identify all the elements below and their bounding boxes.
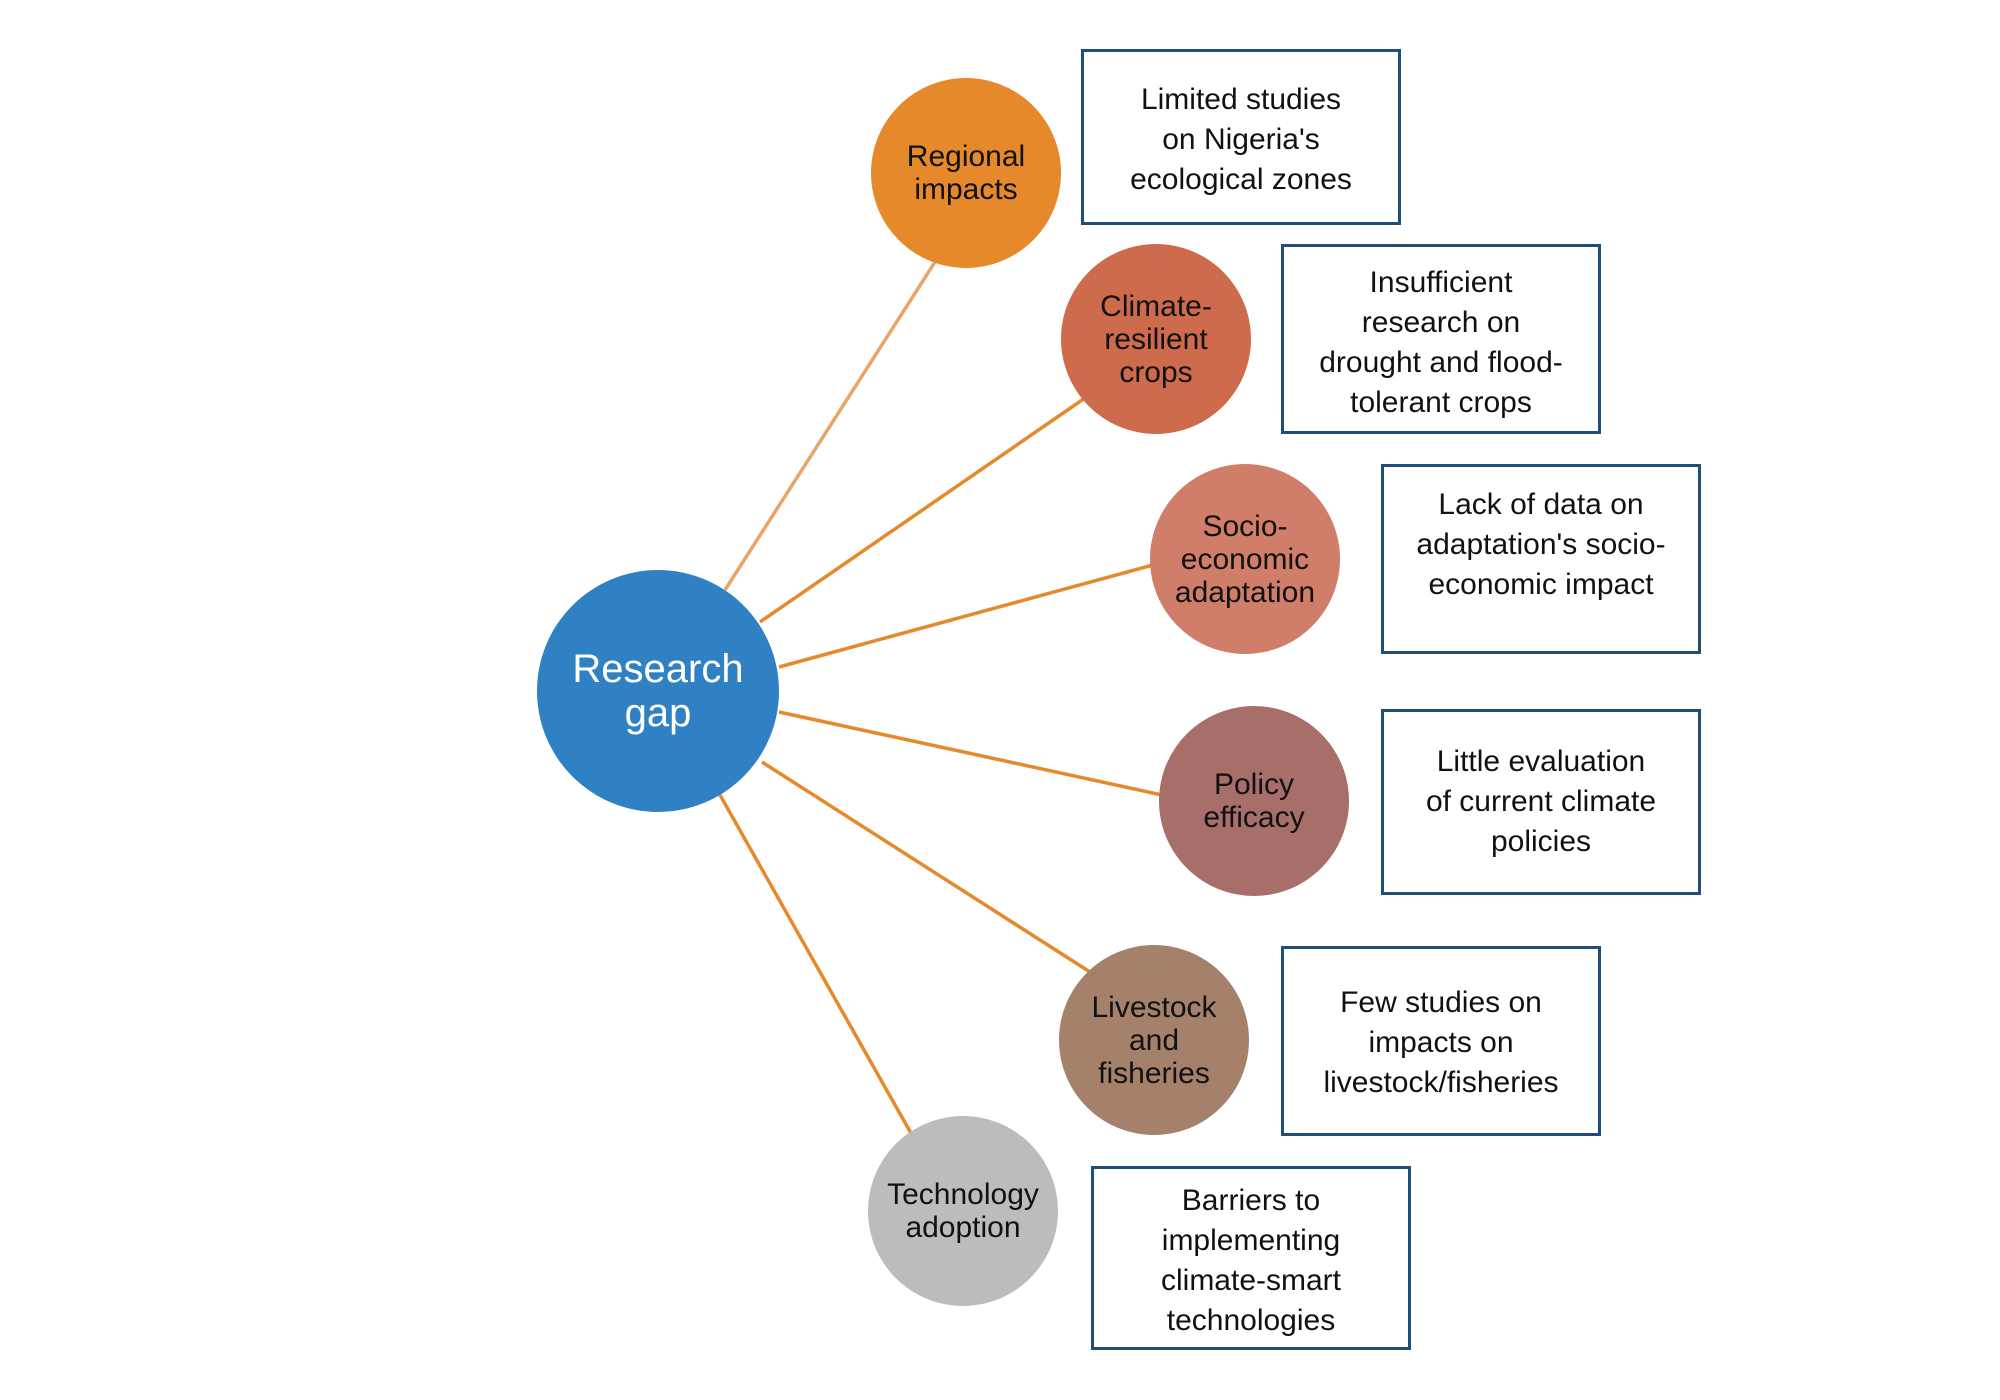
policy-efficacy-node: Policy efficacy	[1159, 706, 1349, 896]
gap-text-climate-resilient-crops: Insufficient research on drought and flo…	[1319, 266, 1563, 419]
socio-economic-adaptation-label: Socio- economic adaptation	[1174, 509, 1316, 609]
gap-box-policy-efficacy: Little evaluation of current climate pol…	[1381, 709, 1701, 895]
connector-regional-impacts	[723, 261, 937, 591]
regional-impacts-node: Regional impacts	[871, 78, 1061, 268]
gap-text-policy-efficacy: Little evaluation of current climate pol…	[1425, 745, 1657, 858]
technology-adoption-node: Technology adoption	[868, 1116, 1058, 1306]
socio-economic-adaptation-node: Socio- economic adaptation	[1150, 464, 1340, 654]
regional-impacts-label: Regional impacts	[906, 140, 1026, 206]
connector-policy-efficacy	[778, 710, 1163, 797]
gap-text-technology-adoption: Barriers to implementing climate-smart t…	[1160, 1184, 1341, 1337]
research-gap-label: Research gap	[572, 647, 744, 735]
livestock-fisheries-label: Livestock and fisheries	[1091, 990, 1217, 1090]
gap-box-technology-adoption: Barriers to implementing climate-smart t…	[1091, 1166, 1411, 1350]
gap-text-livestock-fisheries: Few studies on impacts on livestock/fish…	[1323, 986, 1559, 1099]
policy-efficacy-label: Policy efficacy	[1203, 768, 1305, 834]
gap-box-livestock-fisheries: Few studies on impacts on livestock/fish…	[1281, 946, 1601, 1136]
technology-adoption-label: Technology adoption	[887, 1178, 1039, 1244]
gap-text-regional-impacts: Limited studies on Nigeria's ecological …	[1130, 83, 1352, 196]
gap-text-socio-economic-adaptation: Lack of data on adaptation's socio- econ…	[1416, 488, 1666, 601]
gap-box-regional-impacts: Limited studies on Nigeria's ecological …	[1081, 49, 1401, 225]
gap-box-socio-economic-adaptation: Lack of data on adaptation's socio- econ…	[1381, 464, 1701, 654]
research-gap-center-node: Research gap	[537, 570, 779, 812]
gap-box-climate-resilient-crops: Insufficient research on drought and flo…	[1281, 244, 1601, 434]
connector-socio-economic-adaptation	[778, 563, 1154, 669]
climate-resilient-crops-node: Climate- resilient crops	[1061, 244, 1251, 434]
connector-technology-adoption	[718, 794, 914, 1136]
connector-livestock-fisheries	[761, 760, 1091, 974]
climate-resilient-crops-label: Climate- resilient crops	[1100, 289, 1212, 389]
connector-climate-resilient-crops	[759, 396, 1086, 624]
livestock-fisheries-node: Livestock and fisheries	[1059, 945, 1249, 1135]
